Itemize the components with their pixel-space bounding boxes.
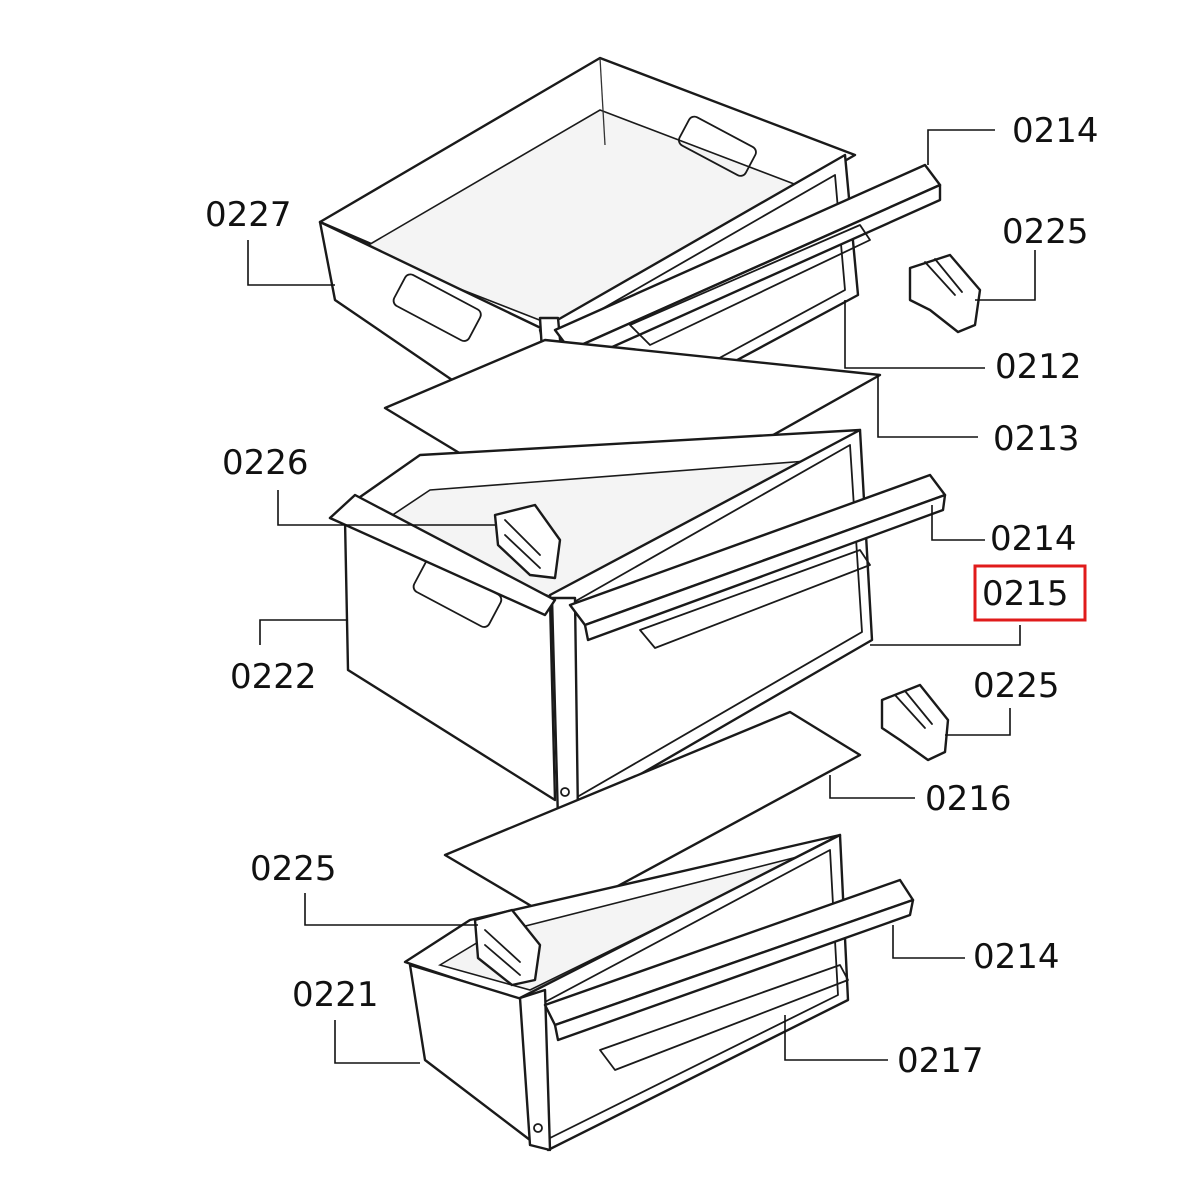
drawer-trim-0214-middle [568,473,947,649]
bracket-0226 [493,503,562,580]
glass-shelf-0216 [443,710,862,922]
clip-0225-bottom [473,908,542,987]
callout-0225-bottom[interactable]: 0225 [250,849,337,889]
callout-0214-top[interactable]: 0214 [1012,111,1099,151]
callout-0227[interactable]: 0227 [205,195,292,235]
callout-0214-middle[interactable]: 0214 [990,519,1077,559]
callout-labels: 0214 0225 0227 0212 0213 0226 0214 0215 … [205,111,1099,1081]
callout-0214-bottom[interactable]: 0214 [973,937,1060,977]
callout-0226[interactable]: 0226 [222,443,309,483]
clip-0225-top [908,253,982,334]
callout-0212[interactable]: 0212 [995,347,1082,387]
callout-0217[interactable]: 0217 [897,1041,984,1081]
leader-lines [247,129,1036,1064]
callout-0213[interactable]: 0213 [993,419,1080,459]
callout-0221[interactable]: 0221 [292,975,379,1015]
callout-0222[interactable]: 0222 [230,657,317,697]
clip-0225-middle [880,683,950,762]
callout-0225-top[interactable]: 0225 [1002,212,1089,252]
callout-0225-middle[interactable]: 0225 [973,666,1060,706]
drawer-trim-0214-bottom [543,878,915,1071]
callout-0216[interactable]: 0216 [925,779,1012,819]
callout-0215[interactable]: 0215 [982,574,1069,614]
highlight-box-0215 [973,564,1087,622]
